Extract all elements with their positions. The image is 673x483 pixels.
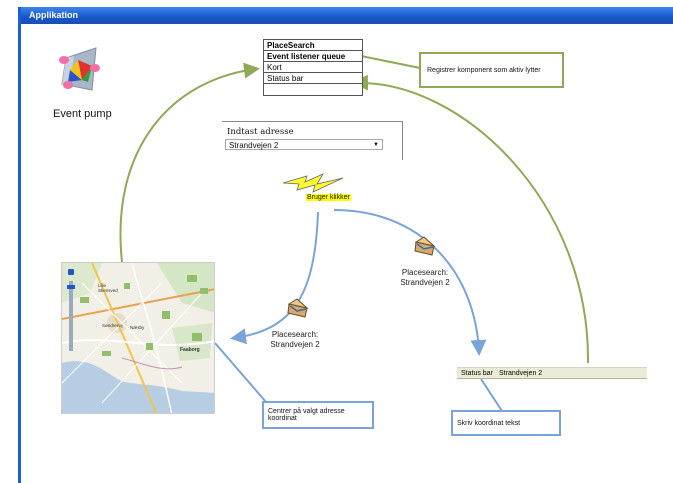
message-to-statusbar-line2: Strandvejen 2 (400, 278, 450, 287)
callout-write-text: Skriv koordinat tekst (457, 419, 521, 427)
callout-register-text: Registrer komponent som aktiv lytter (427, 66, 541, 74)
map-label-skensved: Skensved (98, 288, 118, 293)
click-event-label: Bruger klikker (306, 194, 351, 201)
window-title: Applikation (21, 7, 673, 24)
address-select[interactable]: Strandvejen 2 ▼ (225, 139, 383, 150)
queue-row-placesearch: PlaceSearch (264, 40, 362, 51)
message-to-map-line2: Strandvejen 2 (270, 340, 320, 349)
callout-center-text: Centrer på valgt adresse koordinat (268, 408, 345, 422)
queue-row-title: Event listener queue (264, 51, 362, 62)
message-to-statusbar-line1: Placesearch: (401, 268, 449, 277)
lightning-icon (283, 173, 344, 193)
event-pump-icon (59, 47, 100, 91)
address-search-box: Indtast adresse Strandvejen 2 ▼ (222, 121, 403, 160)
map-label-faaborg: Faaborg (180, 347, 200, 353)
queue-row-status-bar: Status bar (264, 73, 362, 84)
map-label-lille: Lille (98, 283, 107, 288)
map-image (62, 263, 214, 413)
message-to-statusbar: Placesearch: Strandvejen 2 (390, 268, 460, 288)
queue-row-kort: Kort (264, 62, 362, 73)
message-to-map-line1: Placesearch: (271, 330, 319, 339)
arrow-click-to-statusbar (333, 209, 487, 356)
status-bar: Status bar Strandvejen 2 (457, 367, 647, 379)
callout-write-coordinate: Skriv koordinat tekst (451, 410, 561, 436)
message-to-map: Placesearch: Strandvejen 2 (260, 330, 330, 350)
arrow-statusbar-to-queue (352, 74, 590, 364)
map-label-sonderby: Søndrevej (102, 323, 123, 328)
status-bar-value: Strandvejen 2 (499, 370, 543, 377)
link-map-to-center (214, 342, 267, 403)
callout-center-coordinate: Centrer på valgt adresse koordinat (262, 401, 374, 429)
status-bar-label: Status bar (461, 370, 493, 377)
event-listener-queue: PlaceSearch Event listener queue Kort St… (263, 39, 363, 96)
event-pump-label: Event pump (53, 108, 112, 120)
envelope-icon (287, 298, 309, 318)
link-queue-to-register (360, 55, 421, 69)
arrow-click-to-map (230, 211, 319, 345)
address-value: Strandvejen 2 (229, 141, 279, 150)
map-label-naesby: Næsby (130, 325, 145, 330)
link-statusbar-to-write (480, 378, 503, 412)
arrow-map-to-queue (119, 62, 260, 263)
callout-register-listener: Registrer komponent som aktiv lytter (419, 52, 564, 88)
map-component[interactable]: Lille Skensved Søndrevej Næsby Faaborg (61, 262, 215, 414)
dropdown-arrow-icon[interactable]: ▼ (373, 142, 379, 148)
address-title: Indtast adresse (227, 127, 294, 137)
queue-row-empty (264, 84, 362, 95)
map-label-lille-skensved: Lille Skensved (98, 283, 118, 293)
envelope-icon (414, 236, 436, 256)
